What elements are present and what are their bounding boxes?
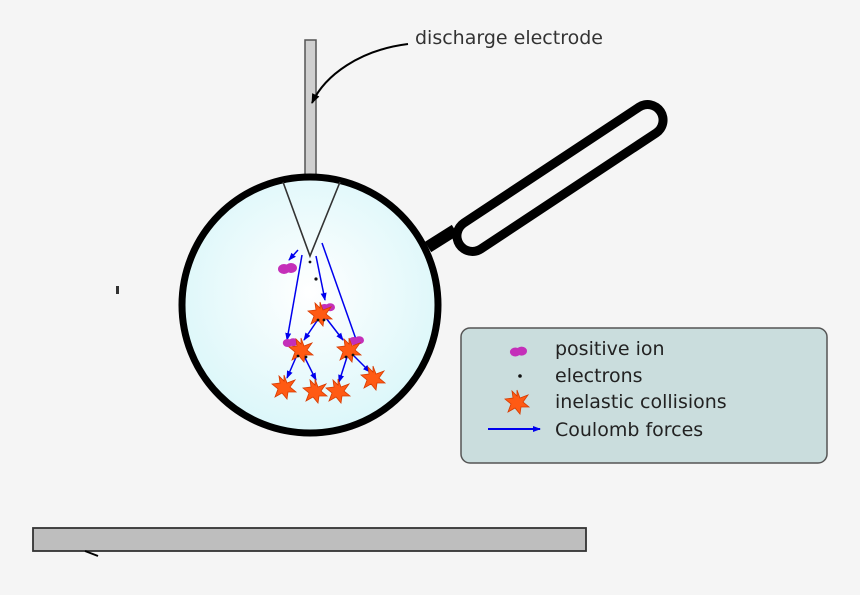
- legend-label-coulomb: Coulomb forces: [555, 419, 703, 441]
- electron: [322, 318, 326, 322]
- legend-label-positive-ion: positive ion: [555, 338, 665, 360]
- magnifier-handle: [424, 100, 668, 256]
- electrode-label: discharge electrode: [415, 27, 603, 49]
- electron: [316, 318, 320, 322]
- coulomb-force-arrows: [285, 242, 371, 383]
- plate-label-leader: [84, 550, 99, 557]
- electrons: [296, 260, 355, 359]
- discharge-electrode: [304, 39, 317, 191]
- force-arrow: [321, 242, 359, 346]
- force-arrow: [315, 255, 327, 301]
- electron: [344, 355, 348, 359]
- legend-label-electrons: electrons: [555, 365, 643, 387]
- force-arrow: [288, 249, 299, 261]
- electrode-tip: [282, 181, 341, 259]
- force-arrow: [285, 254, 303, 341]
- legend-box: [460, 327, 828, 464]
- force-arrow: [353, 355, 371, 373]
- collision-star-icon: [504, 389, 531, 415]
- electrode-label-leader: [311, 43, 409, 104]
- positive-ion-icon: [509, 346, 527, 357]
- legend-label-collisions: inelastic collisions: [555, 391, 727, 413]
- electron-icon: [518, 374, 522, 378]
- stray-tick-mark: [116, 286, 119, 294]
- legend: positive ion electrons inelastic collisi…: [460, 327, 828, 464]
- force-arrow: [286, 354, 298, 379]
- electron: [314, 277, 318, 281]
- force-arrow: [303, 317, 320, 341]
- force-arrow: [338, 356, 348, 383]
- electron: [304, 355, 308, 359]
- electron: [351, 353, 355, 357]
- force-arrow: [303, 355, 317, 381]
- electron: [308, 260, 312, 264]
- collecting-plate: [32, 527, 587, 557]
- force-arrow: [325, 317, 344, 341]
- electron: [296, 354, 300, 358]
